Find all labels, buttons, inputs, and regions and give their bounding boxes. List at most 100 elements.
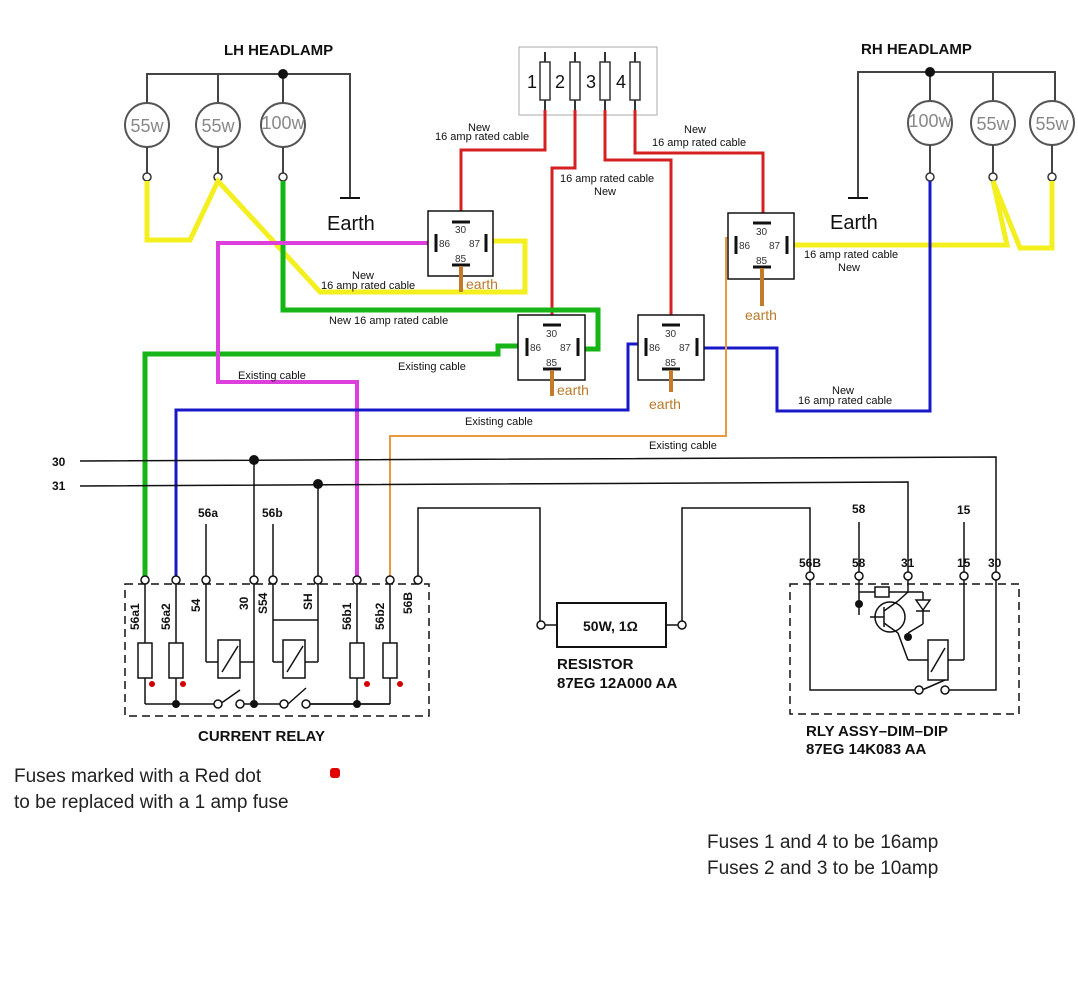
green-existing bbox=[142, 343, 525, 580]
yellow-rh-dip bbox=[790, 180, 1055, 251]
svg-text:16 amp rated cable: 16 amp rated cable bbox=[560, 173, 654, 185]
svg-text:56a2: 56a2 bbox=[159, 603, 173, 630]
fuse-box: 1 2 3 4 bbox=[518, 46, 658, 116]
svg-text:86: 86 bbox=[439, 239, 451, 250]
svg-text:New: New bbox=[594, 186, 616, 198]
red-dot-note-line1: Fuses marked with a Red dot bbox=[14, 766, 262, 787]
notes: Fuses marked with a Red dot to be replac… bbox=[14, 766, 938, 879]
svg-text:87: 87 bbox=[769, 241, 781, 252]
rh-bulb-3: 55w bbox=[1029, 100, 1075, 182]
svg-text:4: 4 bbox=[616, 72, 626, 92]
svg-text:86: 86 bbox=[530, 343, 542, 354]
fuses-note-line1: Fuses 1 and 4 to be 16amp bbox=[707, 832, 938, 853]
svg-text:55w: 55w bbox=[1035, 114, 1069, 134]
magenta-cable bbox=[216, 241, 434, 580]
red-dot-56b2 bbox=[397, 681, 403, 687]
svg-text:55w: 55w bbox=[130, 116, 164, 136]
svg-text:16 amp rated cable: 16 amp rated cable bbox=[798, 395, 892, 407]
red-dot-56a2 bbox=[180, 681, 186, 687]
svg-text:86: 86 bbox=[739, 241, 751, 252]
relay-3: 30 86 87 85 earth bbox=[637, 314, 705, 412]
rh-headlamp-title: RH HEADLAMP bbox=[861, 41, 972, 58]
red-cable-fuse4 bbox=[633, 110, 765, 214]
relay-4: 30 86 87 85 earth bbox=[727, 212, 795, 323]
svg-text:30: 30 bbox=[546, 329, 558, 340]
svg-text:56B: 56B bbox=[799, 556, 821, 570]
fuse-1: 1 bbox=[527, 52, 551, 110]
svg-text:16 amp rated cable: 16 amp rated cable bbox=[435, 131, 529, 143]
svg-text:16 amp rated cable: 16 amp rated cable bbox=[321, 280, 415, 292]
fuse-3: 3 bbox=[586, 52, 611, 110]
current-relay: 56a 56b 56a1 56a2 54 30 S54 SH 56b1 56b2… bbox=[124, 506, 557, 745]
fuse-2: 2 bbox=[555, 52, 581, 110]
dim-dip-relay: 58 15 56B 58 31 15 30 bbox=[789, 502, 1020, 758]
svg-text:New 16 amp rated cable: New 16 amp rated cable bbox=[329, 315, 448, 327]
svg-text:16 amp rated cable: 16 amp rated cable bbox=[804, 249, 898, 261]
svg-text:Existing cable: Existing cable bbox=[465, 416, 533, 428]
svg-text:30: 30 bbox=[756, 227, 768, 238]
fuse-4: 4 bbox=[616, 52, 641, 110]
fuses-note-line2: Fuses 2 and 3 to be 10amp bbox=[707, 858, 938, 879]
relay-4-earth: earth bbox=[745, 307, 777, 323]
rh-earth-label: Earth bbox=[830, 212, 878, 234]
blue-existing bbox=[174, 342, 645, 580]
svg-text:86: 86 bbox=[649, 343, 661, 354]
svg-text:S54: S54 bbox=[256, 592, 270, 614]
svg-text:New: New bbox=[352, 270, 374, 282]
lh-headlamp-title: LH HEADLAMP bbox=[224, 42, 333, 59]
red-cable-fuse2 bbox=[550, 110, 577, 316]
svg-text:56a: 56a bbox=[198, 506, 218, 520]
svg-text:31: 31 bbox=[901, 556, 915, 570]
lh-bulb-2: 55w bbox=[195, 102, 241, 182]
bus-lines: 30 31 bbox=[52, 455, 997, 580]
svg-text:87: 87 bbox=[560, 343, 572, 354]
svg-text:Existing cable: Existing cable bbox=[398, 361, 466, 373]
svg-text:55w: 55w bbox=[976, 114, 1010, 134]
svg-text:30: 30 bbox=[52, 455, 66, 469]
current-relay-title: CURRENT RELAY bbox=[198, 728, 325, 745]
svg-text:56b1: 56b1 bbox=[340, 602, 354, 630]
green-lh-main bbox=[280, 181, 601, 352]
svg-text:85: 85 bbox=[665, 358, 677, 369]
svg-text:85: 85 bbox=[546, 358, 558, 369]
svg-text:15: 15 bbox=[957, 556, 971, 570]
svg-text:58: 58 bbox=[852, 556, 866, 570]
svg-text:87: 87 bbox=[679, 343, 691, 354]
svg-text:2: 2 bbox=[555, 72, 565, 92]
svg-text:54: 54 bbox=[189, 598, 203, 612]
relay-1-earth: earth bbox=[466, 276, 498, 292]
yellow-lh-dip bbox=[144, 176, 528, 295]
svg-text:Existing cable: Existing cable bbox=[238, 370, 306, 382]
red-cable-fuse3 bbox=[603, 110, 673, 316]
svg-text:New: New bbox=[832, 385, 854, 397]
svg-text:3: 3 bbox=[586, 72, 596, 92]
svg-text:50W, 1Ω: 50W, 1Ω bbox=[583, 618, 638, 634]
wires bbox=[142, 110, 1055, 580]
lh-headlamp: LH HEADLAMP Earth 55w 55w 100w bbox=[124, 42, 375, 235]
svg-text:30: 30 bbox=[455, 225, 467, 236]
red-dot-note-line2: to be replaced with a 1 amp fuse bbox=[14, 792, 289, 813]
lh-bulb-3: 100w bbox=[260, 102, 306, 182]
svg-text:56b: 56b bbox=[262, 506, 283, 520]
relay-2: 30 86 87 85 earth bbox=[517, 314, 589, 398]
svg-text:56a1: 56a1 bbox=[128, 603, 142, 630]
svg-text:31: 31 bbox=[52, 479, 66, 493]
svg-text:87EG 12A000 AA: 87EG 12A000 AA bbox=[557, 675, 678, 692]
blue-new bbox=[695, 181, 932, 413]
cable-labels: New 16 amp rated cable New 16 amp rated … bbox=[238, 122, 898, 452]
red-dot-56b1 bbox=[364, 681, 370, 687]
rh-bulb-2: 55w bbox=[970, 100, 1016, 182]
svg-text:100w: 100w bbox=[261, 113, 305, 133]
svg-text:SH: SH bbox=[301, 593, 315, 610]
svg-text:87: 87 bbox=[469, 239, 481, 250]
svg-text:1: 1 bbox=[527, 72, 537, 92]
svg-text:New: New bbox=[468, 122, 490, 134]
relay-1: 30 86 87 85 earth bbox=[427, 210, 498, 292]
rh-headlamp: RH HEADLAMP Earth 100w 55w 55w bbox=[830, 41, 1075, 234]
red-dot-56a1 bbox=[149, 681, 155, 687]
svg-text:56B: 56B bbox=[401, 592, 415, 614]
svg-text:New: New bbox=[684, 124, 706, 136]
svg-text:85: 85 bbox=[455, 254, 467, 265]
red-cable-fuse1 bbox=[459, 110, 547, 213]
